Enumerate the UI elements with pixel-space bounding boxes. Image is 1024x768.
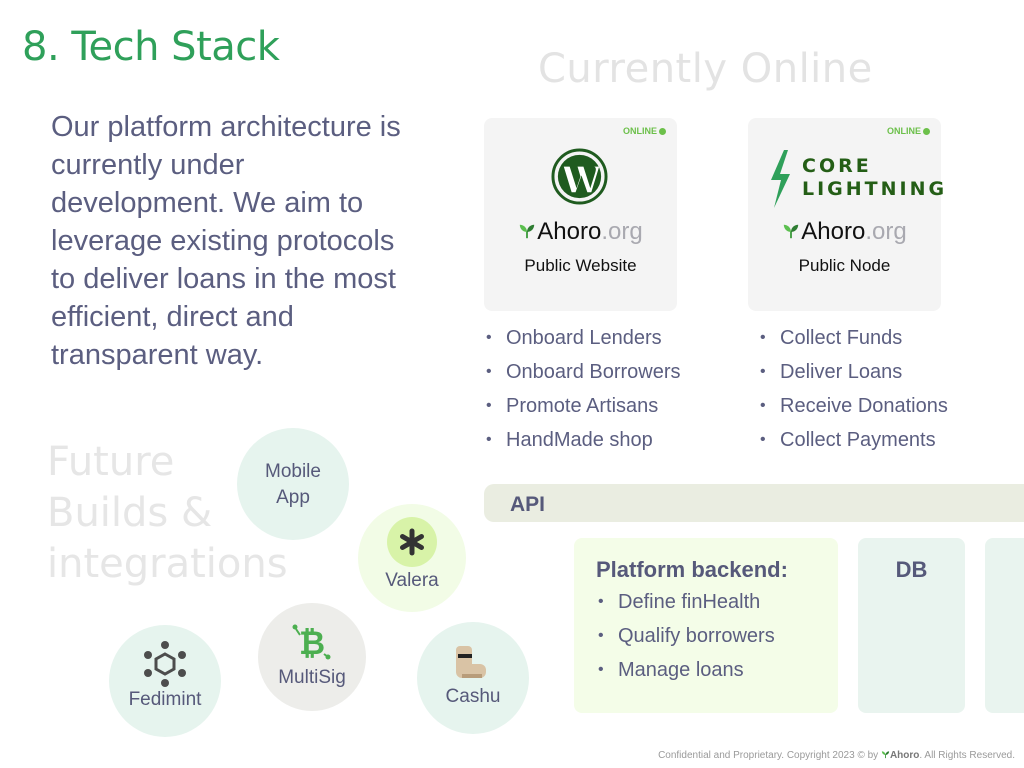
public-website-caption: Public Website <box>524 256 637 275</box>
core-lightning-text-line2: LIGHTNING <box>802 178 948 200</box>
backend-list: Define finHealth Qualify borrowers Manag… <box>598 585 775 687</box>
future-heading-line1: Future <box>47 439 175 485</box>
node-feature-list: Collect Funds Deliver Loans Receive Dona… <box>760 321 948 457</box>
mobile-app-label-line1: Mobile <box>265 461 321 482</box>
ahoro-brand-logo: Ahoro.org <box>484 218 677 246</box>
valera-label: Valera <box>385 570 439 591</box>
online-status-badge: ONLINE <box>887 126 930 136</box>
footer-copyright: Confidential and Proprietary. Copyright … <box>658 750 1015 761</box>
svg-text:₿: ₿ <box>299 624 325 662</box>
list-item: Promote Artisans <box>486 389 681 423</box>
mobile-app-bubble: Mobile App <box>237 428 349 540</box>
ahoro-name: Ahoro <box>537 218 602 245</box>
backend-title: Platform backend: <box>596 557 788 582</box>
bitcoin-multisig-icon: ₿ <box>292 624 331 662</box>
ahoro-leaf-icon <box>784 224 799 239</box>
ahoro-tld: .org <box>601 218 643 245</box>
platform-backend-box: Platform backend: Define finHealth Quali… <box>574 538 838 713</box>
valera-bubble: Valera <box>358 504 466 612</box>
extra-architecture-box <box>985 538 1024 713</box>
api-layer: API <box>484 484 1024 522</box>
list-item: Manage loans <box>598 653 775 687</box>
future-builds-heading: Future Builds & integrations <box>47 437 288 590</box>
list-item: Receive Donations <box>760 389 948 423</box>
online-dot-icon <box>923 127 930 135</box>
public-node-caption: Public Node <box>798 256 891 275</box>
fedimint-bubble: Fedimint <box>109 625 221 737</box>
online-status-text: ONLINE <box>886 126 921 136</box>
core-lightning-logo: CORE LIGHTNING <box>766 150 944 208</box>
intro-paragraph: Our platform architecture is currently u… <box>51 111 401 371</box>
list-item: Deliver Loans <box>760 355 948 389</box>
list-item: Define finHealth <box>598 585 775 619</box>
list-item: Qualify borrowers <box>598 619 775 653</box>
fedimint-icon <box>144 641 186 687</box>
public-node-card[interactable]: ONLINE CORE LIGHTNING Ahoro.org Public N… <box>748 118 944 311</box>
slide-title: 8. Tech Stack <box>22 24 280 70</box>
ahoro-name: Ahoro <box>801 218 866 245</box>
public-website-card[interactable]: ONLINE Ahoro.org Public Website <box>484 118 677 311</box>
ahoro-leaf-icon <box>881 751 890 759</box>
online-status-text: ONLINE <box>622 126 657 136</box>
online-dot-icon <box>659 127 666 135</box>
multisig-label: MultiSig <box>278 667 346 688</box>
db-label: DB <box>895 557 928 582</box>
fedimint-label: Fedimint <box>128 689 202 710</box>
wordpress-icon <box>551 148 608 205</box>
footer-suffix: . All Rights Reserved. <box>919 750 1015 761</box>
cashu-bubble: Cashu <box>417 622 529 734</box>
cashu-icon <box>456 646 486 678</box>
db-box: DB <box>858 538 965 713</box>
ahoro-tld: .org <box>865 218 907 245</box>
multisig-bubble: ₿ MultiSig <box>258 603 366 711</box>
ahoro-leaf-icon <box>520 224 535 239</box>
ahoro-brand-logo: Ahoro.org <box>748 218 941 246</box>
future-heading-line2: Builds & <box>47 490 213 536</box>
online-status-badge: ONLINE <box>623 126 666 136</box>
list-item: Onboard Borrowers <box>486 355 681 389</box>
lightning-bolt-icon <box>771 150 790 208</box>
footer-text: Confidential and Proprietary. Copyright … <box>658 750 879 761</box>
core-lightning-text-line1: CORE <box>802 155 872 177</box>
list-item: HandMade shop <box>486 423 681 457</box>
website-feature-list: Onboard Lenders Onboard Borrowers Promot… <box>486 321 681 457</box>
mobile-app-label-line2: App <box>276 487 310 508</box>
footer-brand: Ahoro <box>889 750 920 761</box>
list-item: Onboard Lenders <box>486 321 681 355</box>
cashu-label: Cashu <box>445 686 501 707</box>
list-item: Collect Payments <box>760 423 948 457</box>
list-item: Collect Funds <box>760 321 948 355</box>
asterisk-icon <box>387 517 437 567</box>
currently-online-heading: Currently Online <box>538 46 873 92</box>
future-heading-line3: integrations <box>47 541 288 587</box>
api-label: API <box>510 493 546 516</box>
